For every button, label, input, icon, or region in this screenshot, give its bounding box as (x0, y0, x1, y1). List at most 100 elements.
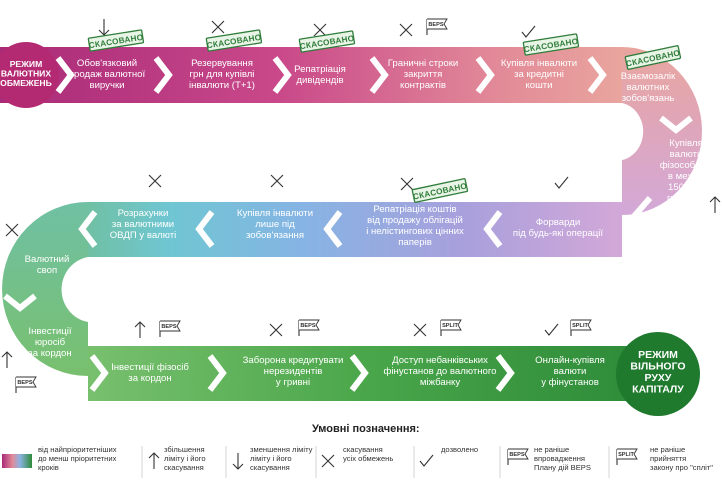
step-5-check-icon (521, 25, 536, 38)
step-1-arrow-down-icon (98, 19, 110, 36)
step-3-x-icon (313, 23, 327, 37)
step-16-split-flag-icon: SPLIT (440, 319, 462, 336)
step-8-check-icon (554, 176, 569, 189)
step-10-x-icon (270, 174, 284, 188)
chevron-bottom-4 (495, 354, 515, 392)
step-4-x-icon (399, 23, 413, 37)
chevron-middle-2 (323, 210, 343, 248)
x-icon (321, 454, 335, 468)
band-right-curve (622, 47, 702, 215)
step-7-arrow-up-icon (709, 196, 721, 213)
chevron-top-1 (55, 56, 75, 94)
step-15-x-icon (269, 323, 283, 337)
beps-flag-icon: BEPS (507, 448, 529, 465)
flag-label: BEPS (17, 380, 33, 386)
flag-label: BEPS (428, 22, 444, 28)
legend-item-5-text: дозволено (441, 445, 478, 454)
chevron-right-curve-1 (659, 115, 693, 134)
chevron-arrows (3, 56, 693, 392)
check-icon (419, 454, 434, 467)
chevron-bottom-2 (207, 354, 227, 392)
band-middle (88, 202, 622, 257)
flag-label: SPLIT (442, 323, 458, 329)
legend: Умовні позначення: від найпріоритетніших… (2, 423, 713, 478)
band-left-curve (2, 202, 89, 376)
flag-label: BEPS (509, 452, 525, 458)
legend-item-5: дозволено (419, 445, 501, 478)
chevron-bottom-1 (89, 354, 109, 392)
chevron-left-curve-1 (3, 293, 37, 312)
start-circle (0, 42, 59, 108)
end-circle (616, 332, 700, 416)
step-13-beps-flag-icon: BEPS (15, 376, 37, 393)
chevron-middle-1 (483, 210, 503, 248)
gradient-swatch-icon (2, 454, 32, 468)
arrow-up-icon (148, 452, 160, 469)
step-17-check-icon (544, 323, 559, 336)
step-13-arrow-up-icon (1, 351, 13, 368)
step-17-split-flag-icon: SPLIT (570, 319, 592, 336)
chevron-top-3 (272, 56, 292, 94)
chevron-top-5 (475, 56, 495, 94)
step-11-x-icon (148, 174, 162, 188)
flag-label: BEPS (161, 324, 177, 330)
flag-label: BEPS (300, 323, 316, 329)
split-flag-icon: SPLIT (616, 448, 638, 465)
flag-label: SPLIT (618, 452, 634, 458)
chevron-middle-3 (195, 210, 215, 248)
step-14-beps-flag-icon: BEPS (159, 320, 181, 337)
step-2-x-icon (211, 20, 225, 34)
step-16-x-icon (413, 323, 427, 337)
step-12-x-icon (5, 223, 19, 237)
chevron-top-6 (587, 56, 607, 94)
chevron-right-curve-2 (630, 196, 658, 225)
chevron-middle-4 (78, 210, 98, 248)
chevron-top-2 (153, 56, 173, 94)
arrow-down-icon (232, 453, 244, 470)
flag-label: SPLIT (572, 323, 588, 329)
chevron-bottom-3 (349, 354, 369, 392)
chevron-top-4 (369, 56, 389, 94)
step-14-arrow-up-icon (134, 321, 146, 338)
step-4-beps-flag-icon: BEPS (426, 18, 448, 35)
step-9-cancelled-stamp: СКАСОВАНО (411, 178, 468, 203)
legend-title: Умовні позначення: (312, 423, 420, 435)
step-icons: BEPS BEPS BEPS BEPS SPLIT SPLIT (1, 18, 721, 393)
step-9-x-icon (400, 177, 414, 191)
